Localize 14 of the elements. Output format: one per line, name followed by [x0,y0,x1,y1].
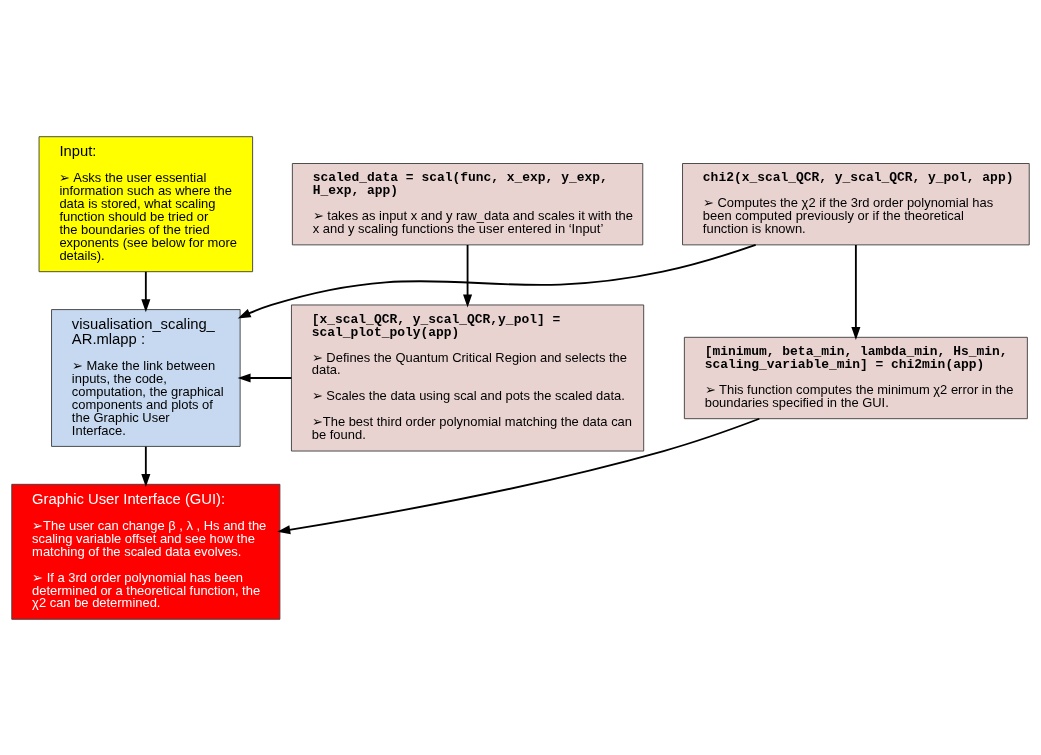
node-box: [x_scal_QCR, y_scal_QCR,y_pol] = scal_plot_poly(app) ➢ Defines the Quantum Critical Region and selects the data. ➢ Scales the data using scal and pots the scaled data. ➢The best third order polynomial matching the data can be found. [291,304,645,451]
arrow [463,243,473,307]
arrow [141,270,151,312]
node-box: Graphic User Interface (GUI): ➢The user can change β , λ , Hs and the scaling variable offset and see how the matching of the scaled data evolves. ➢ If a 3rd order polynomial has been determined or a theoretical function, the χ2 can be determined. [11,483,281,620]
arrow [237,243,757,318]
arrow [237,372,293,383]
node-box: scaled_data = scal(func, x_exp, y_exp, H_exp, app) ➢ takes as input x and y raw_data and scales it with the x and y scaling functions the user entered in ‘Input’ [291,162,644,245]
node-box: [minimum, beta_min, lambda_min, Hs_min, scaling_variable_min] = chi2min(app) ➢ This function computes the minimum χ2 error in the boundaries specified in the GUI. [683,336,1028,419]
node-box: visualisation_scaling_ AR.mlapp : ➢ Make the link between inputs, the code, computation, the graphical components and plots of the Graphic User Interface. [51,308,241,447]
arrow [851,243,861,340]
node-box: chi2(x_scal_QCR, y_scal_QCR, y_pol, app) ➢ Computes the χ2 if the 3rd order polynomial has been computed previously or if the theoretical function is known. [682,162,1030,245]
arrow [277,417,761,534]
node-box: Input: ➢ Asks the user essential information such as where the data is stored, what scaling function should be tried or the boundaries of the tried exponents (see below for more details). [38,135,254,272]
arrow [141,445,151,487]
